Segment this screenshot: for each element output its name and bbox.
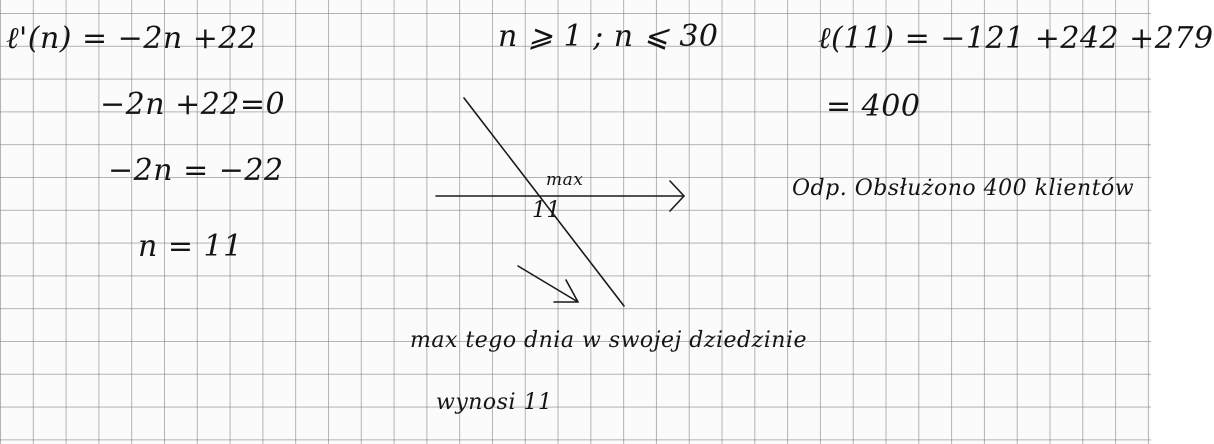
simplified-equation: −2n = −22 (108, 153, 284, 188)
decreasing-arrow-shaft (517, 265, 579, 303)
derivative-zero-equation: −2n +22=0 (100, 87, 286, 122)
decreasing-derivative-line (463, 97, 625, 307)
axis-arrow-upper-stroke (669, 180, 685, 197)
final-answer: Odp. Obsłużono 400 klientów (792, 176, 1135, 201)
decreasing-arrow-head (553, 279, 579, 303)
function-value-result: = 400 (826, 89, 921, 124)
axis-arrow-lower-stroke (669, 195, 685, 212)
derivative-equation: ℓ'(n) = −2n +22 (6, 21, 258, 56)
solution-n: n = 11 (138, 229, 243, 264)
critical-point-label: 11 (532, 198, 561, 223)
conclusion-line-1: max tego dnia w swojej dziedzinie (410, 328, 807, 353)
max-label: max (546, 170, 584, 190)
function-value-equation: ℓ(11) = −121 +242 +279 (818, 21, 1214, 56)
domain-condition: n ⩾ 1 ; n ⩽ 30 (498, 19, 719, 54)
monotonicity-sketch (435, 97, 685, 307)
conclusion-line-2: wynosi 11 (436, 390, 553, 415)
